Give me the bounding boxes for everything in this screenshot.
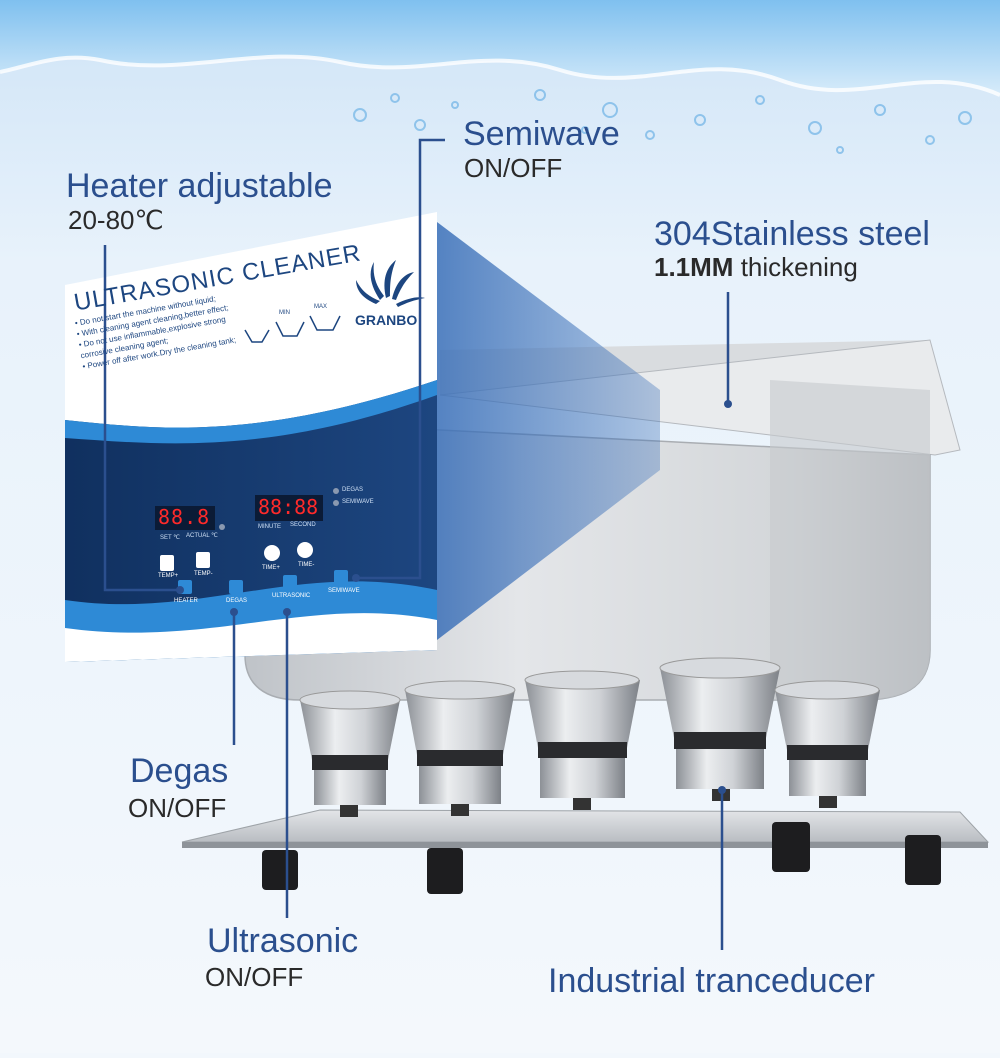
set-temp-label: SET ℃: [160, 535, 180, 541]
minute-label: MINUTE: [258, 524, 281, 530]
time-minus-button[interactable]: TIME-: [298, 562, 315, 568]
steel-thickness-value: 1.1MM: [654, 252, 734, 282]
second-label: SECOND: [290, 522, 316, 528]
time-led-display: 88:88: [258, 495, 319, 519]
leader-lines: [103, 138, 730, 950]
panel-logo-text: GRANBO: [355, 312, 418, 328]
semiwave-callout-title: Semiwave: [463, 115, 620, 153]
time-display-bg: [255, 495, 323, 521]
heater-leader: [103, 245, 178, 592]
steel-callout-sub: 1.1MM thickening: [654, 252, 858, 283]
transducers: [299, 657, 880, 817]
degas-callout-title: Degas: [130, 752, 229, 790]
granbo-logo-icon: [356, 260, 425, 307]
semiwave-button[interactable]: SEMIWAVE: [328, 588, 360, 594]
ultrasonic-button[interactable]: ULTRASONIC: [272, 593, 311, 599]
heater-callout-sub: 20-80℃: [68, 205, 164, 235]
degas-button[interactable]: DEGAS: [226, 598, 248, 604]
level-icons: [244, 315, 341, 343]
control-panel: [65, 212, 437, 662]
level-min-label: MIN: [279, 310, 290, 316]
heater-button[interactable]: HEATER: [174, 598, 198, 604]
time-plus-button[interactable]: TIME+: [262, 565, 280, 571]
steel-thickness-text: thickening: [740, 252, 858, 282]
temp-display-bg: [155, 506, 215, 530]
ultrasonic-callout-sub: ON/OFF: [205, 962, 304, 992]
panel-projection: [437, 222, 660, 640]
water-surface: [0, 0, 1000, 154]
leader-dots: [176, 400, 732, 794]
ultrasonic-callout-title: Ultrasonic: [207, 922, 359, 960]
level-max-label: MAX: [314, 304, 328, 310]
degas-indicator-label: DEGAS: [342, 487, 364, 493]
steel-callout-title: 304Stainless steel: [654, 215, 930, 253]
semiwave-leader: [358, 138, 445, 580]
panel-buttons: [160, 488, 348, 594]
heater-callout-title: Heater adjustable: [66, 167, 333, 205]
semiwave-indicator-label: SEMIWAVE: [342, 499, 374, 505]
actual-temp-label: ACTUAL ℃: [186, 533, 218, 539]
base-plate: [181, 809, 990, 894]
semiwave-callout-sub: ON/OFF: [464, 153, 563, 183]
transducer-callout-title: Industrial tranceducer: [548, 962, 875, 1000]
temp-plus-button[interactable]: TEMP+: [158, 573, 179, 579]
degas-callout-sub: ON/OFF: [128, 793, 227, 823]
temp-minus-button[interactable]: TEMP-: [194, 571, 213, 577]
temp-led-display: 88.8: [158, 505, 211, 529]
